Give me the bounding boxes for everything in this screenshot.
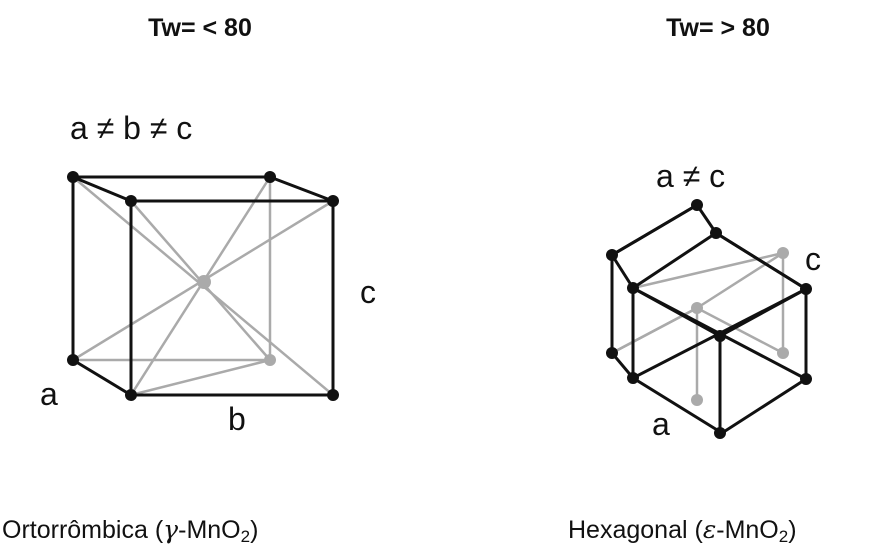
hexagonal-axis-a-label: a: [652, 406, 670, 442]
orthorhombic-relation-label: a ≠ b ≠ c: [70, 110, 193, 146]
orthorhombic-caption: Ortorrômbica (γ-MnO2): [2, 515, 259, 546]
orthorhombic-axis-b-label: b: [228, 401, 246, 437]
orthorhombic-atoms: [67, 171, 339, 401]
orthorhombic-hidden-atoms: [197, 275, 276, 366]
orthorhombic-axis-c-label: c: [360, 274, 376, 310]
hexagonal-atoms: [606, 199, 812, 439]
hexagonal-heading: Tw= > 80: [666, 14, 770, 42]
hexagonal-unit-cell: [606, 199, 812, 439]
hexagonal-axis-c-label: c: [805, 241, 821, 277]
orthorhombic-heading: Tw= < 80: [148, 14, 252, 42]
orthorhombic-edges: [71, 175, 335, 397]
hexagonal-relation-label: a ≠ c: [656, 158, 726, 194]
hexagonal-caption: Hexagonal (ε-MnO2): [568, 515, 797, 546]
orthorhombic-unit-cell: [67, 171, 339, 401]
hexagonal-hidden-atoms: [691, 247, 789, 406]
hexagonal-edges: [610, 202, 809, 435]
orthorhombic-axis-a-label: a: [40, 376, 58, 412]
